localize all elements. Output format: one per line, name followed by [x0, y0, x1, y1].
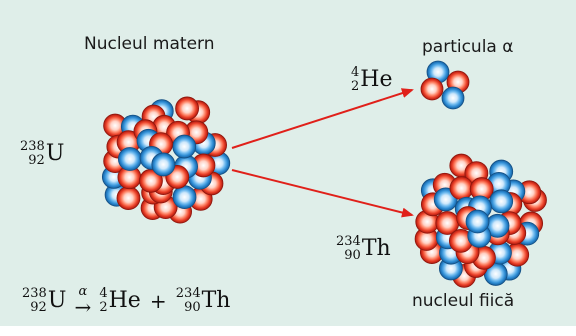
neutron [152, 153, 175, 176]
proton [176, 97, 199, 120]
uranium-atomic-number: 92 [20, 154, 45, 168]
decay-equation: 238 92 U α → 4 2 He + 234 90 Th [22, 286, 230, 316]
uranium-symbol: 238 92 U [20, 140, 64, 168]
eq-uranium-symbol: U [48, 290, 67, 312]
helium-element: He [360, 69, 392, 91]
eq-thorium-atomic: 90 [176, 301, 201, 315]
uranium-nucleus [102, 97, 229, 223]
helium-mass-number: 4 [351, 66, 359, 80]
eq-helium-atomic: 2 [99, 301, 107, 315]
proton [421, 78, 443, 100]
eq-arrow-glyph: → [74, 298, 91, 316]
thorium-mass-number: 234 [336, 235, 361, 249]
daughter-nucleus-label: nucleul fiică [412, 291, 514, 311]
eq-helium-mass: 4 [99, 287, 107, 301]
arrow-to-alpha [232, 90, 412, 148]
alpha-particle [421, 61, 469, 109]
neutron [173, 186, 196, 209]
eq-thorium-symbol: Th [202, 290, 231, 312]
proton [117, 187, 140, 210]
neutron [173, 135, 196, 158]
eq-uranium-mass: 238 [22, 287, 47, 301]
uranium-mass-number: 238 [20, 140, 45, 154]
neutron [490, 190, 513, 213]
neutron [442, 87, 464, 109]
arrow-to-daughter [232, 170, 412, 215]
thorium-atomic-number: 90 [336, 249, 361, 263]
neutron [118, 147, 141, 170]
eq-plus: + [150, 289, 167, 313]
thorium-symbol: 234 90 Th [336, 235, 391, 263]
eq-helium-symbol: He [109, 290, 141, 312]
helium-atomic-number: 2 [351, 80, 359, 94]
helium-symbol: 4 2 He [351, 66, 393, 94]
neutron [466, 210, 489, 233]
eq-arrow: α → [74, 286, 91, 316]
uranium-element: U [46, 143, 65, 165]
eq-thorium-mass: 234 [176, 287, 201, 301]
eq-uranium-atomic: 92 [22, 301, 47, 315]
proton [450, 177, 473, 200]
parent-nucleus-label: Nucleul matern [84, 34, 215, 54]
alpha-particle-label: particula α [422, 37, 513, 57]
thorium-element: Th [362, 238, 391, 260]
thorium-nucleus [415, 154, 546, 287]
